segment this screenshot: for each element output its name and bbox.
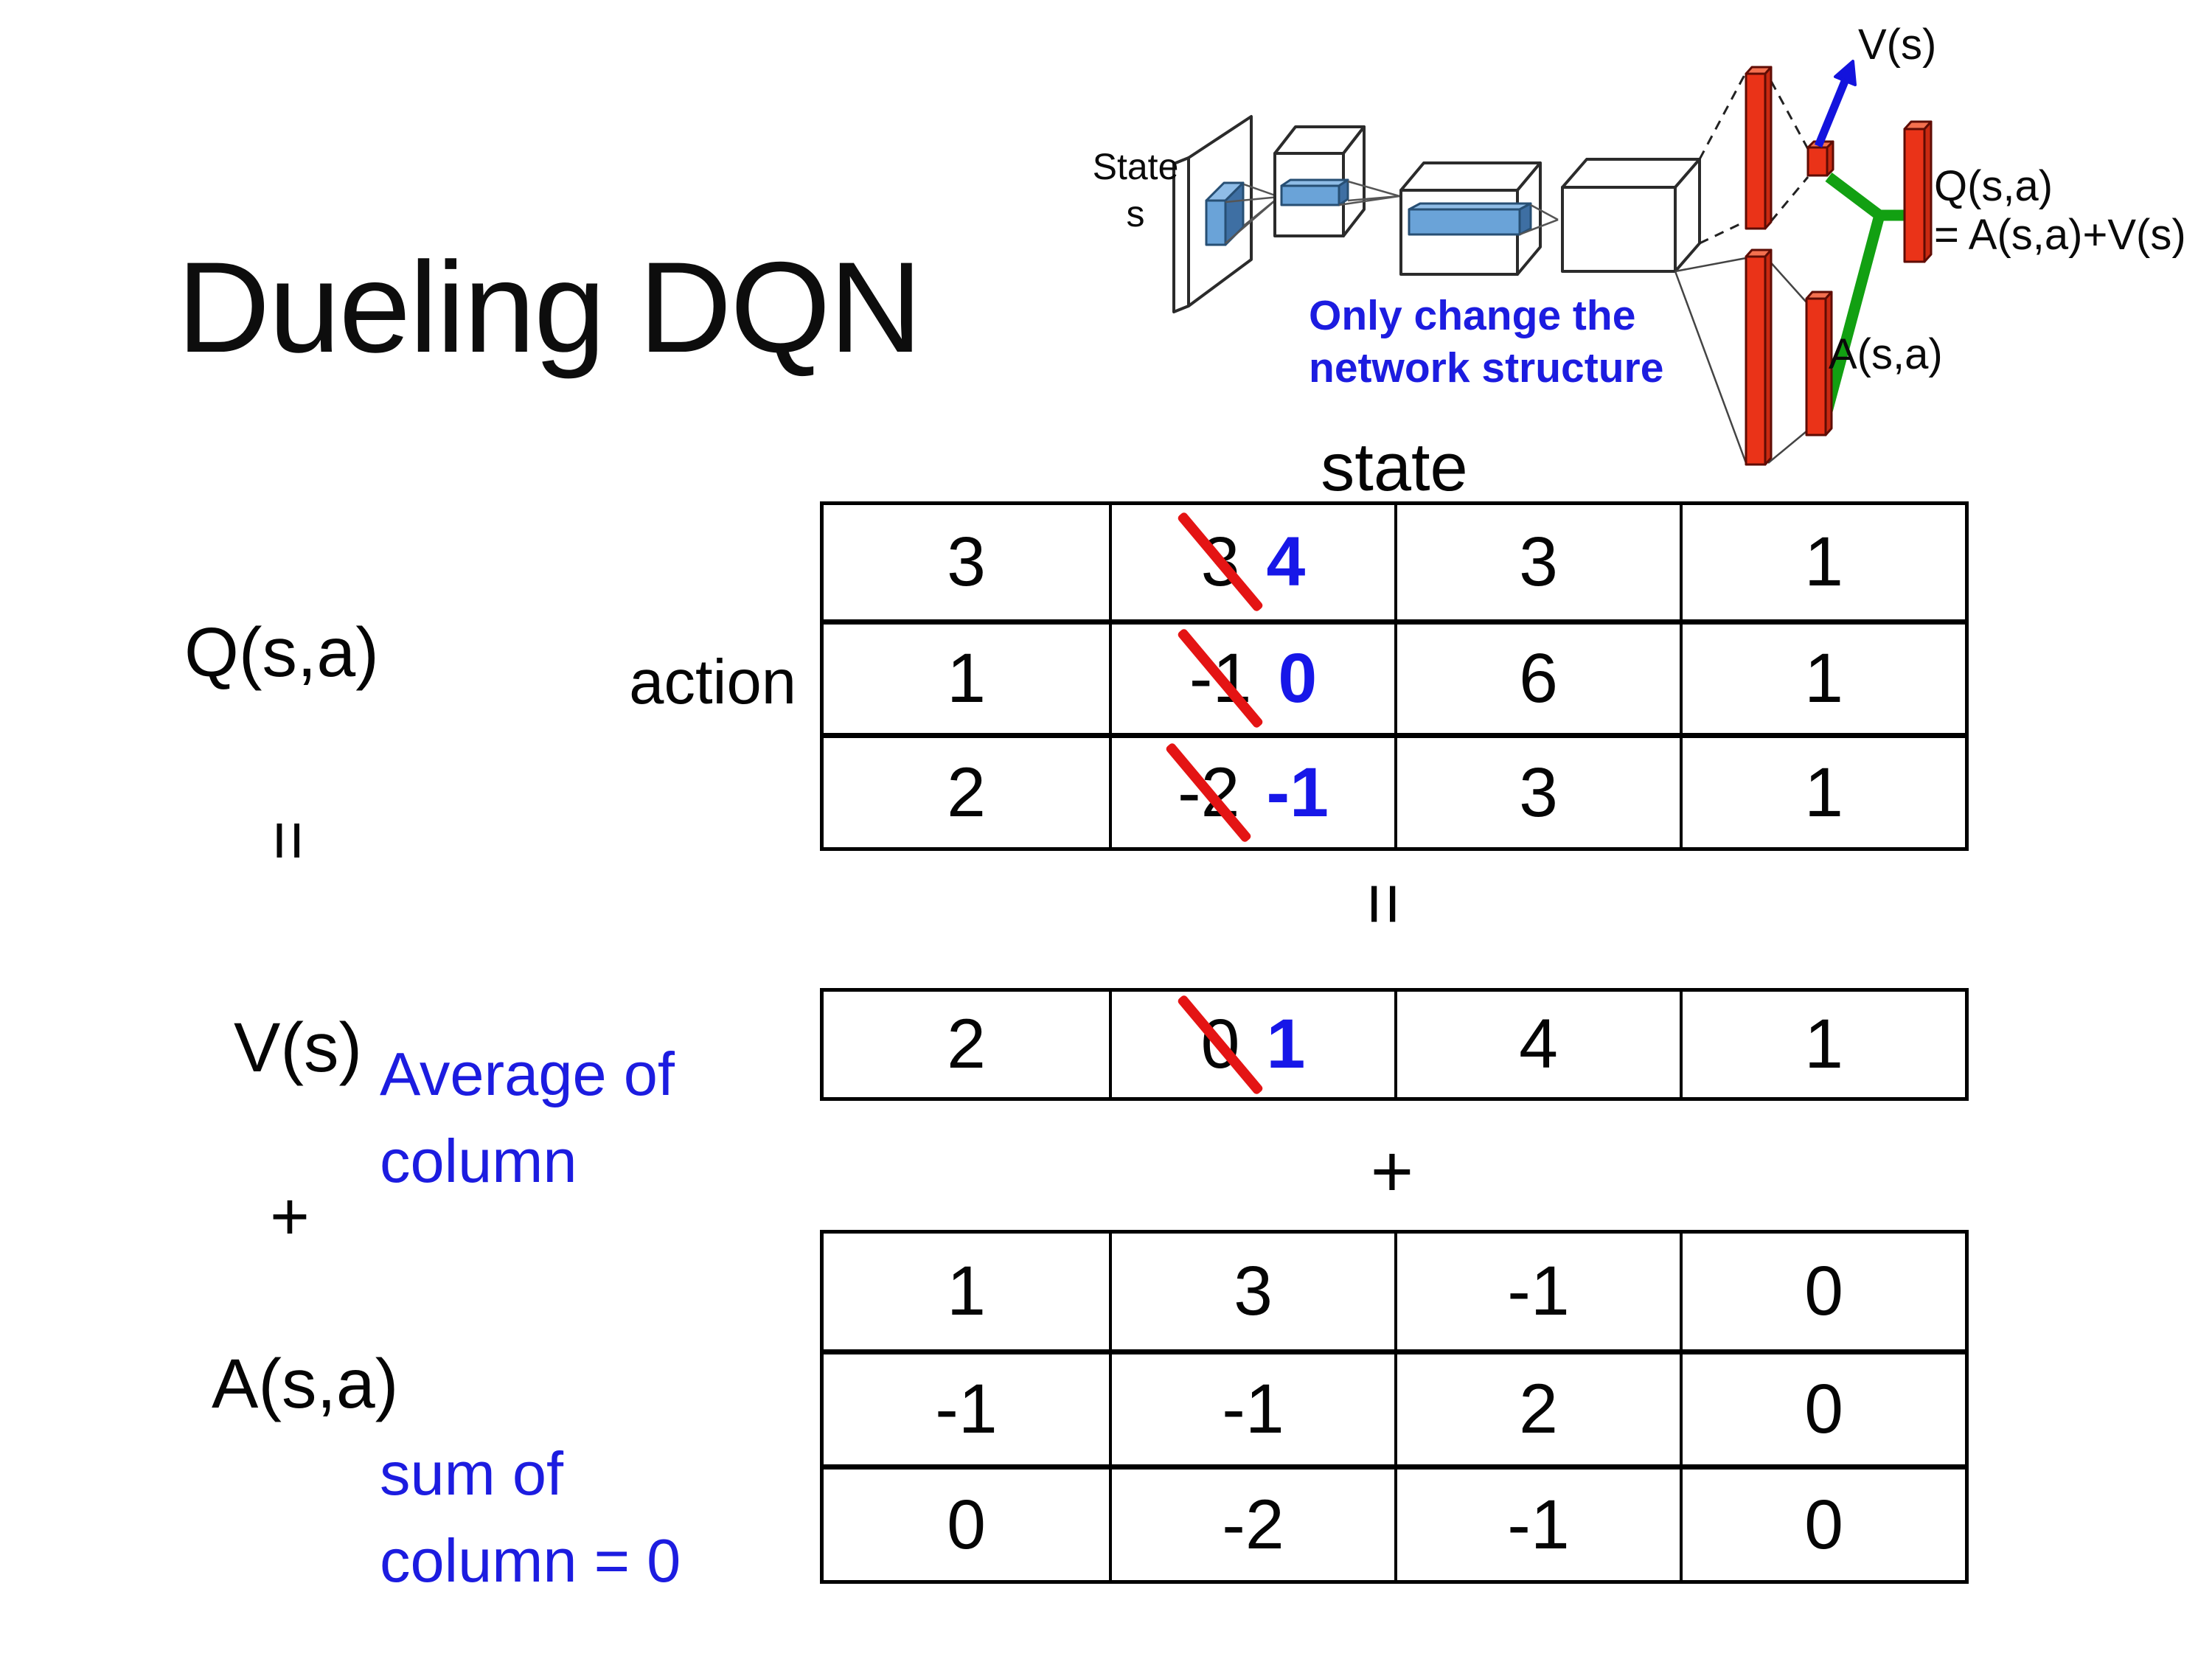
table-cell: 2: [947, 1005, 986, 1083]
conv-slab-3: [1408, 202, 1532, 236]
advantage-stream-links: [1674, 257, 1807, 464]
equals-sign-center: =: [1343, 882, 1425, 926]
conv-slab-1: [1205, 181, 1245, 246]
dueling-network-diagram: State s V(s) Q(s,a) = A(s,a)+V(s) A(s,a)…: [1093, 21, 2186, 466]
diagram-a-output-label: A(s,a): [1829, 330, 1943, 378]
table-cell: -2: [1109, 1464, 1394, 1580]
struck-value: -2: [1178, 753, 1240, 832]
table-cell: 0: [824, 1464, 1109, 1580]
note-line: Average of: [380, 1040, 675, 1108]
diagram-v-output-label: V(s): [1858, 21, 1936, 69]
diagram-q-output-formula: = A(s,a)+V(s): [1934, 211, 2186, 259]
advantage-table: 1 3 -1 0 -1 -1 2 0 0 -2 -1 0: [820, 1230, 1969, 1584]
table-cell: 4: [1394, 992, 1680, 1097]
table-cell: 3: [1109, 1234, 1394, 1349]
note-line: sum of: [380, 1439, 564, 1508]
table-cell: -1: [824, 1349, 1109, 1465]
table-cell: -1: [1394, 1464, 1680, 1580]
value-hidden-bar: [1745, 66, 1773, 230]
replacement-value: 0: [1278, 639, 1318, 717]
note-line: column = 0: [380, 1526, 681, 1595]
table-cell: 0: [1680, 1464, 1965, 1580]
table-cell: 0: [1680, 1234, 1965, 1349]
advantage-vector-bar: [1805, 291, 1833, 437]
conv-fan-3: [1519, 204, 1559, 236]
q-matrix-label: Q(s,a): [184, 613, 379, 692]
table-cell: 1: [1680, 733, 1965, 847]
table-cell-corrected: -2 -1: [1109, 733, 1394, 847]
a-matrix-label: A(s,a): [212, 1345, 399, 1423]
q-output-bar: [1903, 120, 1933, 263]
advantage-hidden-bar: [1745, 248, 1773, 466]
value-stream-dashed-links: [1698, 72, 1809, 245]
diagram-caption-line2: network structure: [1309, 344, 1663, 392]
average-of-column-note: Average of column: [380, 1031, 675, 1205]
replacement-value: 1: [1266, 1005, 1306, 1083]
diagram-state-s-label: s: [1127, 193, 1145, 234]
fc-bars: [1745, 66, 1933, 466]
equals-sign-left: =: [249, 820, 328, 861]
table-cell: 1: [1680, 505, 1965, 619]
table-cell: -1: [1394, 1234, 1680, 1349]
replacement-value: 4: [1266, 522, 1306, 601]
sum-of-column-note: sum of column = 0: [380, 1430, 681, 1604]
diagram-state-label: State: [1093, 146, 1179, 187]
conv-box-4: [1561, 158, 1701, 273]
struck-value: -1: [1189, 639, 1252, 717]
input-plane: [1172, 115, 1253, 313]
table-cell: 0: [1680, 1349, 1965, 1465]
table-cell: 2: [1394, 1349, 1680, 1465]
table-cell: -1: [1109, 1349, 1394, 1465]
diagram-caption-line1: Only change the: [1309, 292, 1635, 339]
table-cell: 1: [1680, 619, 1965, 734]
table-cell-corrected: -1 0: [1109, 619, 1394, 734]
table-cell: 3: [947, 522, 986, 601]
conv-fan-2: [1338, 180, 1400, 206]
table-cell: 3: [1394, 733, 1680, 847]
table-cell: 1: [824, 619, 1109, 734]
table-cell: 2: [824, 733, 1109, 847]
v-matrix-label: V(s): [234, 1009, 363, 1087]
table-cell: 1: [947, 1251, 986, 1330]
diagram-q-output-label: Q(s,a): [1934, 162, 2053, 210]
state-axis-label: state: [1321, 430, 1468, 505]
value-scalar-box: [1806, 140, 1834, 177]
plus-sign-left: +: [270, 1179, 310, 1254]
page-title: Dueling DQN: [177, 236, 922, 380]
merge-y-connector: [1821, 173, 1907, 413]
plus-sign-center: +: [1370, 1130, 1414, 1213]
table-cell: 6: [1394, 619, 1680, 734]
struck-value: 0: [1200, 1005, 1240, 1083]
conv-slab-2: [1280, 178, 1349, 206]
note-line: column: [380, 1126, 577, 1195]
table-cell: 1: [1680, 992, 1965, 1097]
struck-value: 3: [1200, 522, 1240, 601]
replacement-value: -1: [1266, 753, 1329, 832]
v-output-arrow: [1814, 60, 1857, 148]
table-cell: 3: [1394, 505, 1680, 619]
action-axis-label: action: [629, 647, 796, 717]
